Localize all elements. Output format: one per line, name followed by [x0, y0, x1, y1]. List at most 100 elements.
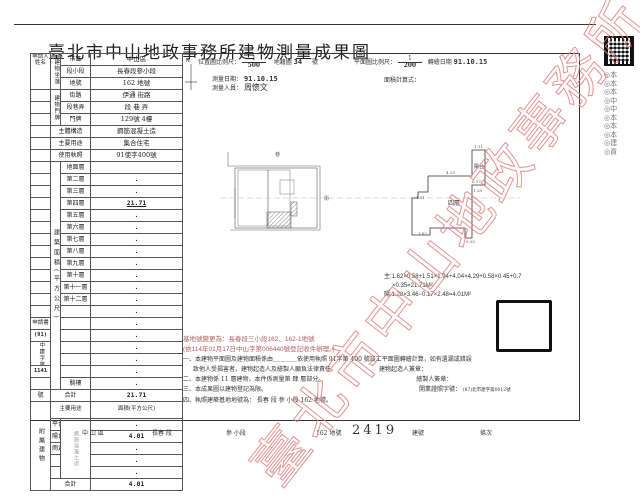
building-number: 2419	[352, 423, 398, 438]
lot-change-reference: (依114年01月17日中山字第006440號登記收件辦理。)	[183, 346, 335, 353]
builder-sign-label: 建物起造人簽章：	[378, 366, 427, 373]
floor-value: .	[90, 377, 183, 390]
door-label: 建物門牌	[50, 89, 61, 126]
main-formula-cont: ×0.35=21.71M²	[392, 283, 433, 289]
note-4: 四、執照建築基地地號為： 長春 段 參 小段 162 地號。	[183, 397, 332, 404]
building-location-label: 建物坐落	[50, 53, 61, 90]
qr-code-icon[interactable]	[604, 36, 634, 66]
door-no-value: 129號 4樓	[90, 113, 183, 126]
floor-value: .	[90, 353, 183, 366]
total-value: 21.71	[90, 389, 183, 402]
footer-lot: 162 地號	[316, 430, 342, 437]
lot-value: 162 地號	[90, 77, 183, 90]
floor-value: .	[90, 341, 183, 354]
annex-use	[50, 466, 61, 479]
floor-label: 第十二層	[60, 293, 91, 306]
floor-label: 第二層	[60, 173, 91, 186]
floor-label: 第六層	[60, 221, 91, 234]
note-1: 一、本建物平面圖及建物面積係由＿＿＿＿依使用執照 91字第 400 號竣工平面圖…	[183, 356, 472, 363]
location-scale-label: 位置圖比例尺：	[198, 59, 241, 66]
balcony-formula: 陽:1.28×3.46−0.17×2.48=4.01M²	[384, 292, 472, 298]
applicant-label: 申請人姓名	[30, 53, 51, 90]
annex-area-header: 面積(平方公尺)	[90, 401, 183, 419]
main-use-value: 集合住宅	[90, 137, 183, 150]
main-formula: 主:1.62×0.58+1.51×1.94+4.04×4.29+0.58×0.4…	[384, 274, 522, 280]
floor-value: .	[90, 293, 183, 306]
floor-value: .	[90, 257, 183, 270]
surveyor-label: 測量人員：	[212, 85, 243, 92]
transfer-date-label: 轉繪日期	[427, 59, 452, 66]
map-sheet-value: 34	[293, 58, 303, 66]
right-side-panel: ◎本 ◎本 ◎本 ◎中 ◎中 ◎本 ◎本 ◎本 ◎建 ◎貢	[604, 36, 640, 306]
annex-value: .	[90, 454, 183, 467]
applicant-no-suffix: 號	[30, 389, 51, 402]
section-label: 段小段	[60, 65, 91, 78]
annex-value: .	[90, 466, 183, 479]
floor-value: .	[90, 245, 183, 258]
notes-section: 基地號變更為：長春段三小段162、162-1地號 (依114年01月17日中山字…	[183, 335, 511, 406]
structure-label: 主體構造	[50, 125, 91, 138]
floor-value: .	[90, 185, 183, 198]
building-number-suffix: 建號	[412, 430, 425, 437]
official-stamp	[496, 300, 552, 352]
building-plan-drawing: 巷 街 四層 陽台 4.29 1.11 0.17 1.28 1.51 1.62 …	[220, 144, 520, 244]
license-value: 91使字400號	[90, 149, 183, 162]
note-3: 三、本成果圖以建物登記為限。 開業證照字號： (87)北市建字第0012號	[183, 386, 511, 393]
floor-value: 21.71	[90, 197, 183, 210]
lot-change-note: 基地號變更為：長春段三小段162、162-1地號	[183, 336, 315, 343]
site-label-top: 巷	[275, 152, 280, 158]
area-calc-label: 面積計算式：	[384, 77, 421, 84]
floor-label: 第五層	[60, 209, 91, 222]
door-no-label: 門牌	[60, 113, 91, 126]
drafter-sign-label: 繪製人簽章：	[416, 376, 453, 383]
survey-date-value: 91.10.15	[243, 75, 278, 83]
floor-value: .	[90, 281, 183, 294]
applicant-no-number: 1141	[30, 365, 51, 378]
floor-value: .	[90, 209, 183, 222]
lane-label: 段巷弄	[60, 101, 91, 114]
plan-scale-label: 平面圖比例尺：	[354, 59, 397, 66]
svg-text:4.29: 4.29	[446, 170, 455, 175]
survey-date-label: 測量日期：	[212, 76, 243, 83]
district-value: 中山區	[90, 53, 183, 66]
building-info-table: 申請人姓名 建物坐落 市區 中山區 段小段 長春段參小段 地號 162 地號 建…	[30, 53, 183, 491]
annex-use-header: 主要用途	[50, 401, 91, 419]
floor-value: .	[90, 173, 183, 186]
svg-text:0.35: 0.35	[466, 239, 475, 244]
arcade-label: 騎樓	[60, 377, 91, 390]
site-label-road: 街	[324, 195, 329, 202]
north-arrow-icon: N	[185, 58, 197, 90]
street-value: 伊通 街路	[90, 89, 183, 102]
floor-value: .	[90, 317, 183, 330]
map-sheet-suffix: 號	[311, 59, 318, 66]
applicant-no-label: 申請書	[30, 317, 51, 330]
floor-area-label: 建築面積(平方公尺)	[50, 161, 61, 390]
floor-label: 地面層	[60, 161, 91, 174]
floor-value: .	[90, 365, 183, 378]
transfer-date-value: 91.10.15	[453, 58, 488, 66]
svg-text:N: N	[186, 58, 190, 64]
svg-text:1.11: 1.11	[474, 144, 483, 149]
svg-text:1.51: 1.51	[416, 195, 425, 200]
floor-value: .	[90, 233, 183, 246]
plan-label-main: 四層	[448, 200, 460, 207]
note-1-cont: 致他人受損害者，建物起造人及繪製人願負法律責任。 建物起造人簽章：	[193, 366, 427, 373]
structure-value: 鋼筋混凝土造	[90, 125, 183, 138]
cert-value: (87)北市建字第0012號	[462, 388, 511, 393]
floor-value: .	[90, 305, 183, 318]
annex-total-label: 合計	[50, 478, 91, 491]
floor-label: 第三層	[60, 185, 91, 198]
floor-label: 第十一層	[60, 281, 91, 294]
total-label: 合計	[50, 389, 91, 402]
applicant-no-year: (91)	[30, 329, 51, 342]
top-rule	[14, 24, 596, 25]
floor-value	[90, 161, 183, 174]
footer-section: 長春 段	[152, 430, 172, 437]
street-label: 街路	[60, 89, 91, 102]
floor-label: 第七層	[60, 233, 91, 246]
floor-value: .	[90, 221, 183, 234]
document-footer: 中 山 區 長春 段 參 小段 162 地號 2419 建號 條次	[30, 423, 590, 439]
area-calculation: 主:1.62×0.58+1.51×1.94+4.04×4.29+0.58×0.4…	[384, 273, 521, 300]
footer-subsection: 參 小段	[226, 430, 246, 437]
